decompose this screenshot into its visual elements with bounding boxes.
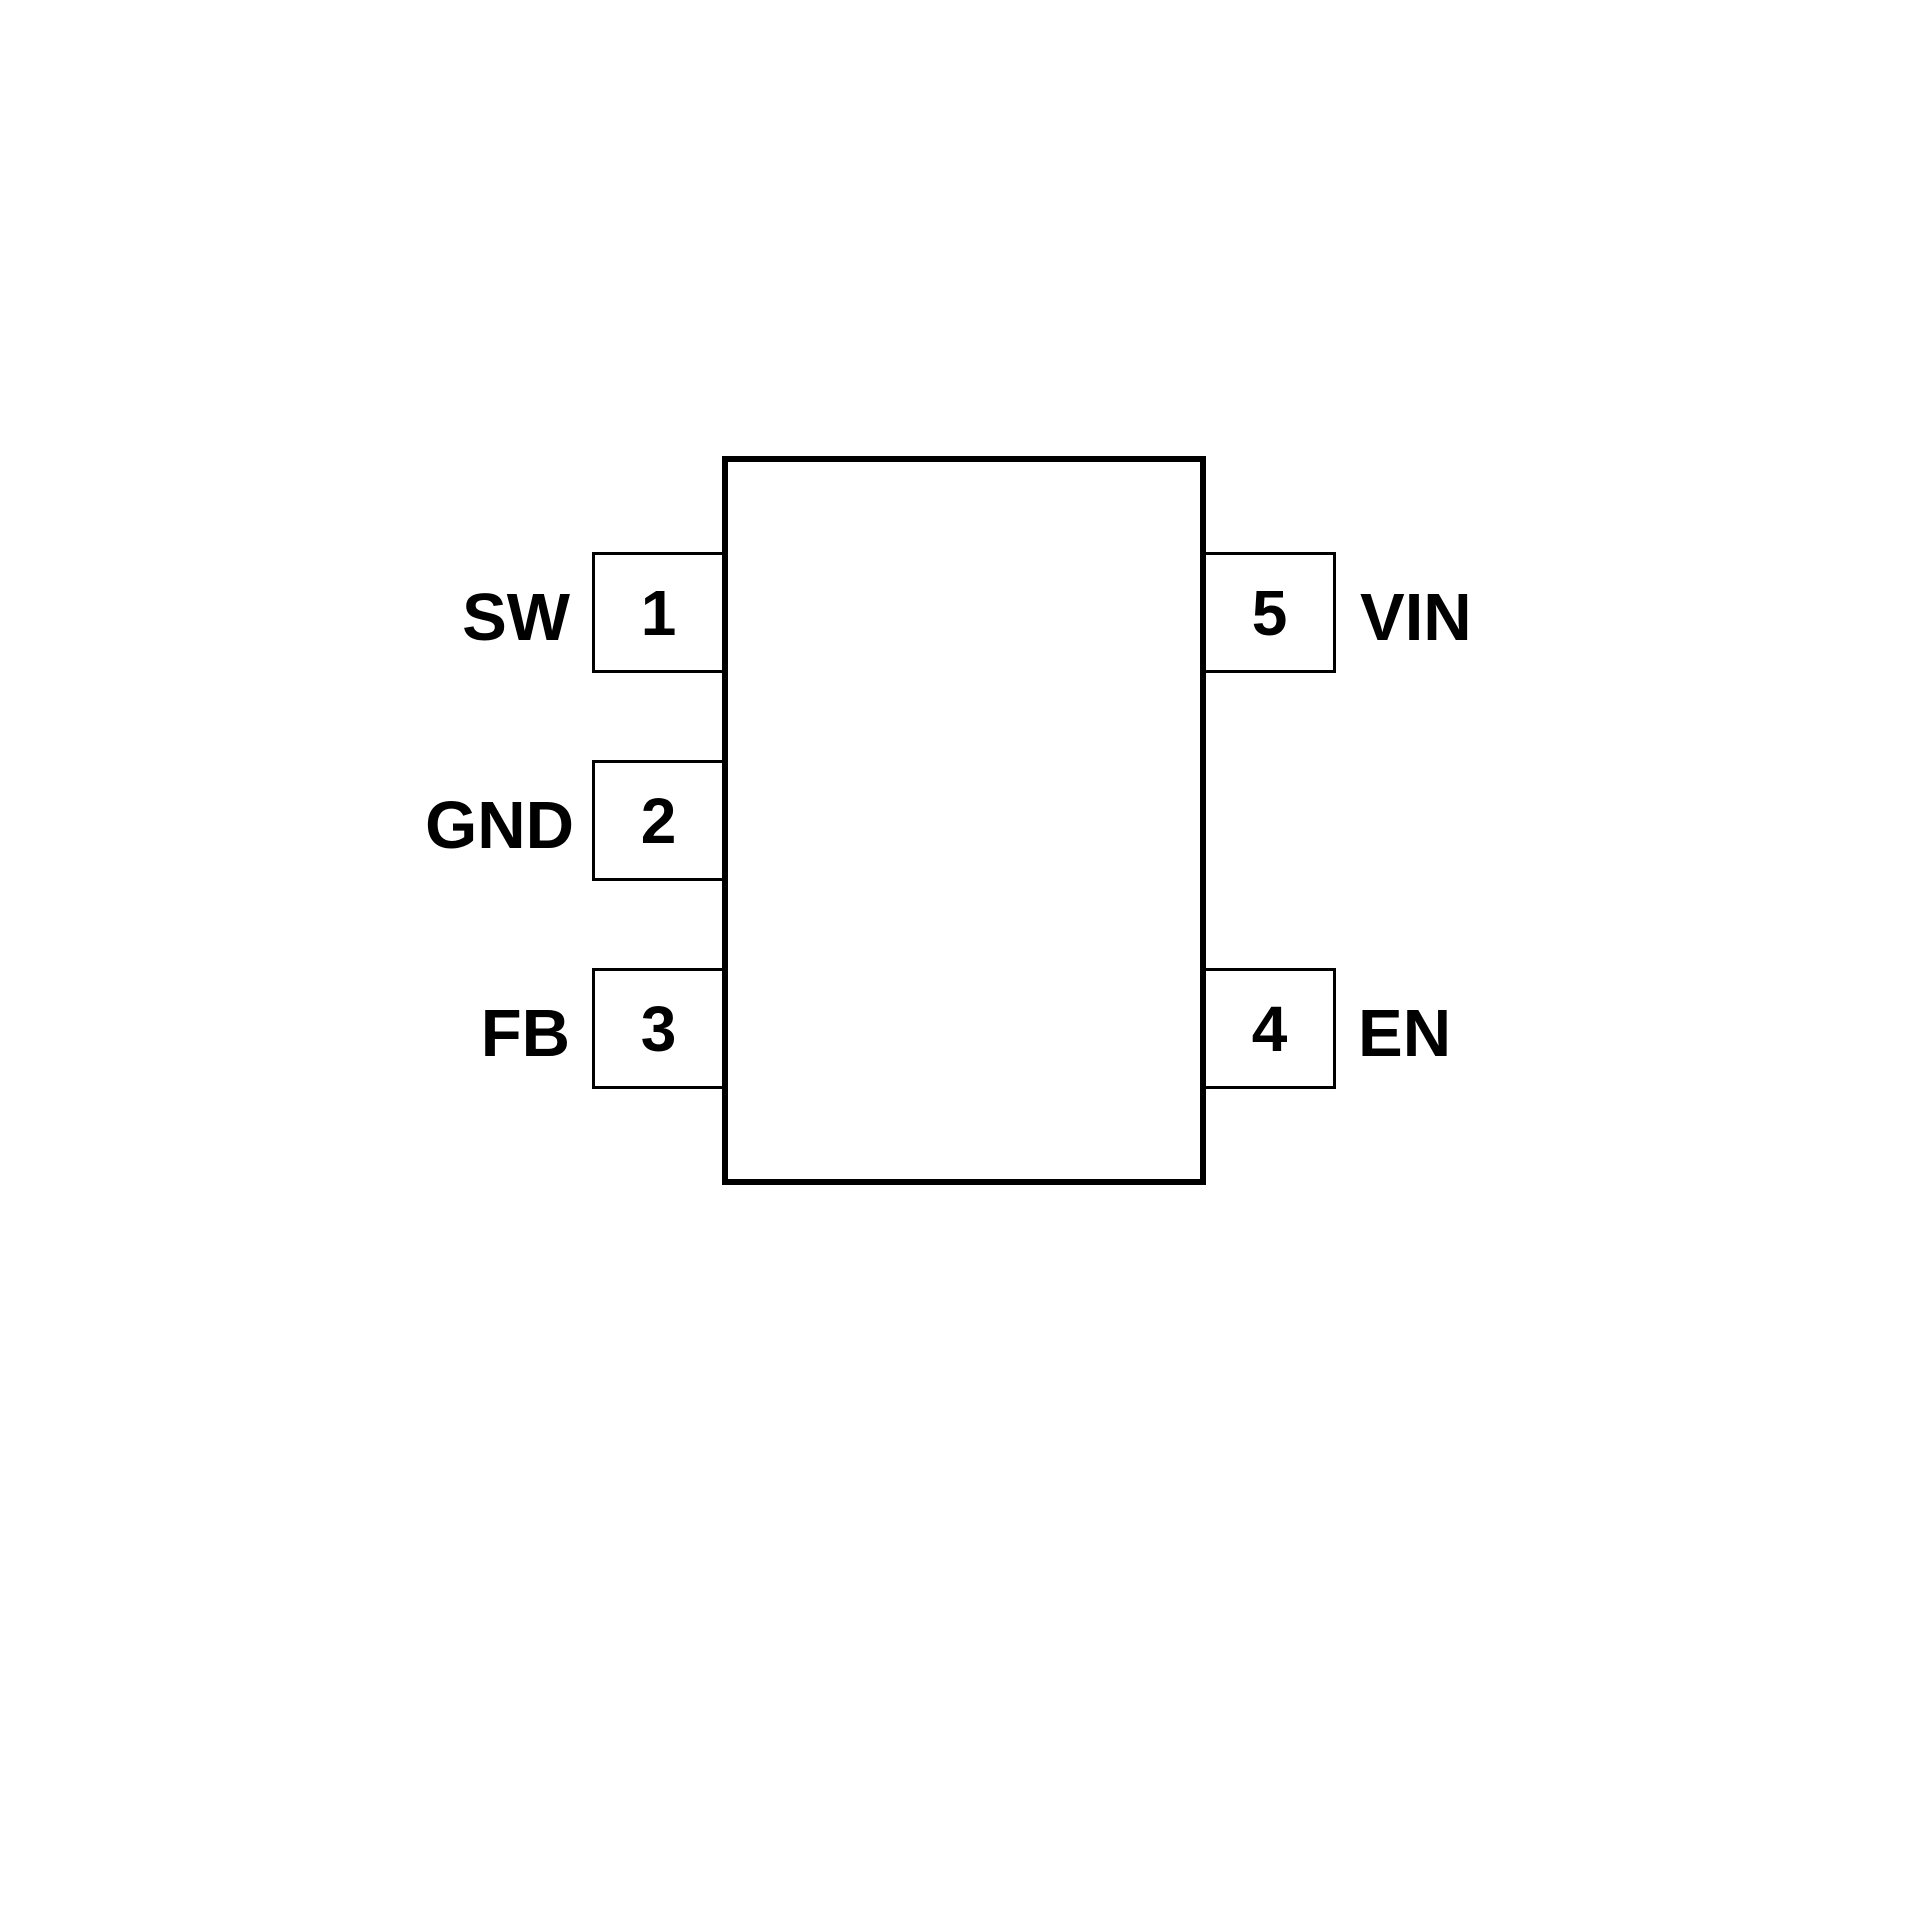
pin-5-label: VIN <box>1360 580 1472 655</box>
pin-5-box: 5 <box>1206 552 1336 673</box>
pin-4-box: 4 <box>1206 968 1336 1089</box>
pin-1-number: 1 <box>640 576 677 649</box>
pin-3-label: FB <box>480 996 570 1071</box>
pin-4-number: 4 <box>1251 992 1288 1065</box>
pin-3-box: 3 <box>592 968 722 1089</box>
pin-2-number: 2 <box>640 784 677 857</box>
pin-4-label: EN <box>1358 996 1452 1071</box>
pin-5-number: 5 <box>1251 576 1288 649</box>
pin-2-box: 2 <box>592 760 722 881</box>
pin-3-number: 3 <box>640 992 677 1065</box>
pin-1-label: SW <box>462 580 570 655</box>
pin-1-box: 1 <box>592 552 722 673</box>
ic-package-body <box>722 456 1206 1185</box>
pin-2-label: GND <box>425 788 574 863</box>
